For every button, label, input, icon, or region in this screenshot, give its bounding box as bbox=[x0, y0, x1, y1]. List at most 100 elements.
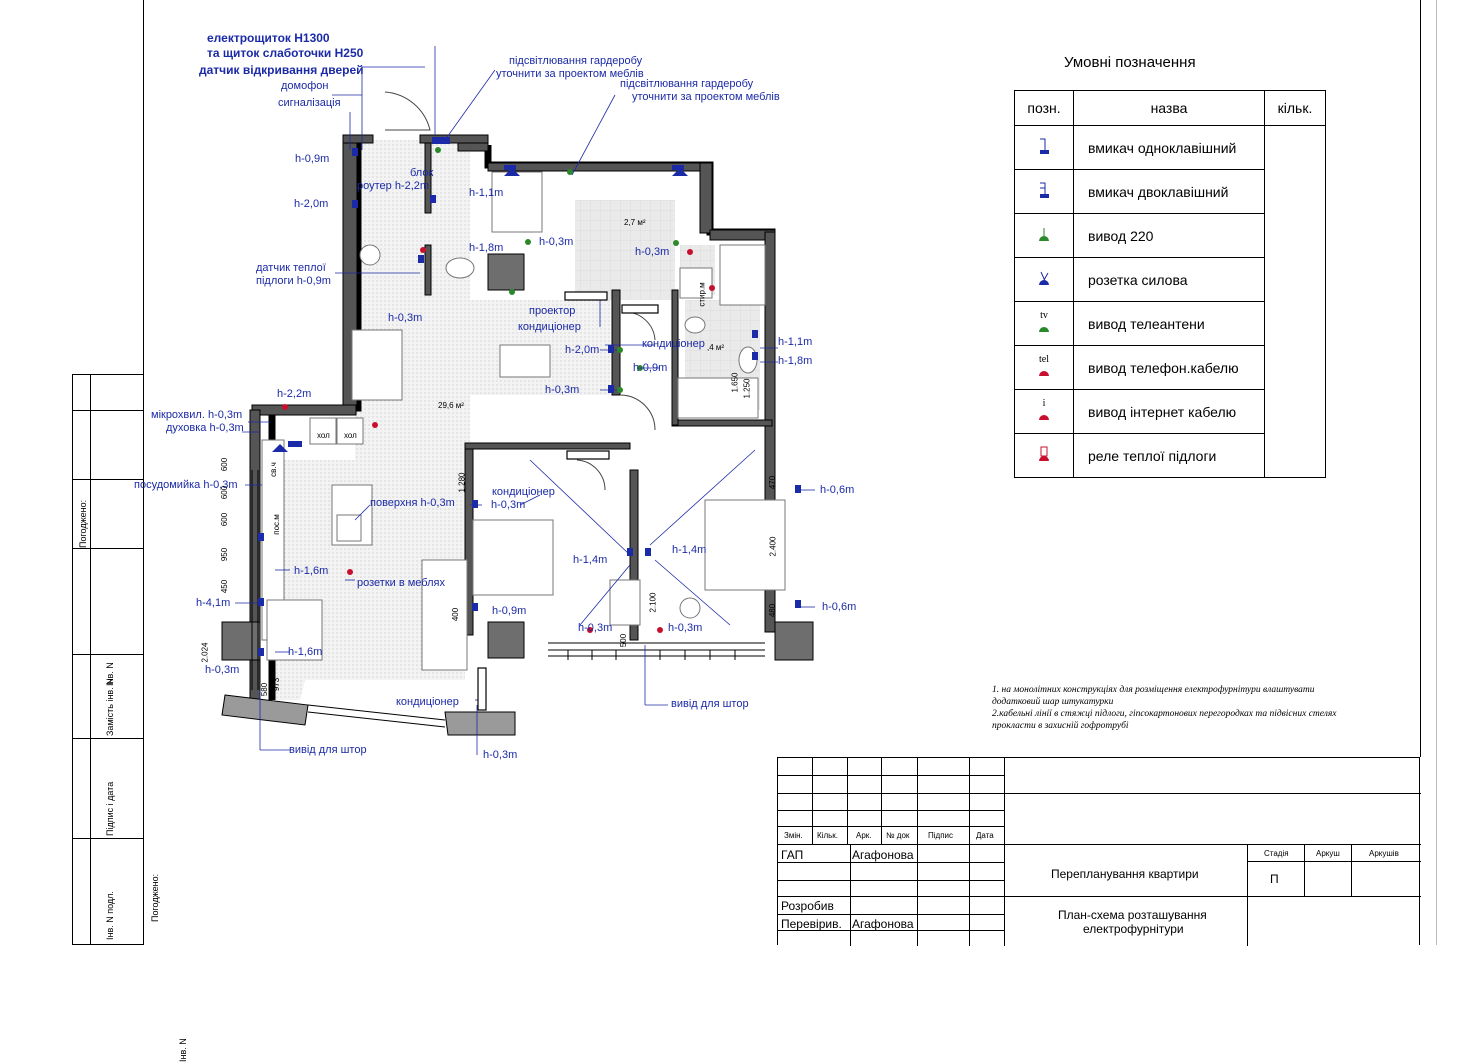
column-1 bbox=[221, 621, 261, 661]
stamp-checked-name: Агафонова bbox=[852, 917, 914, 931]
wc-floor bbox=[575, 200, 675, 300]
label-h41: h-4,1m bbox=[196, 597, 231, 609]
label-h03-d: h-0,3m bbox=[545, 384, 580, 396]
label-floor-sensor-b: підлоги h-0,9m bbox=[256, 275, 331, 287]
label-door-sensor: датчик відкривання дверей bbox=[199, 63, 364, 77]
phone-outlet-icon: tel bbox=[1014, 345, 1074, 390]
door-wc bbox=[624, 311, 656, 341]
dim-600a: 600 bbox=[220, 457, 230, 472]
label-h03-b: h-0,3m bbox=[635, 246, 670, 258]
label-block: блок bbox=[410, 167, 434, 179]
washer-box bbox=[679, 267, 713, 299]
note-line-4: прокласти в захисній гофротрубі bbox=[992, 721, 1129, 731]
bottom-wall-mid bbox=[444, 711, 516, 736]
bottom-wall-left bbox=[221, 694, 309, 726]
label-furniture-sockets: розетки в меблях bbox=[357, 577, 445, 589]
label-h18-b: h-1,8m bbox=[778, 355, 813, 367]
label-washer: стир.м bbox=[697, 282, 707, 307]
bed-2 bbox=[704, 499, 786, 591]
legend-row-name: розетка силова bbox=[1073, 257, 1265, 302]
stamp-sheet-h: Аркуш bbox=[1316, 849, 1340, 858]
label-alarm: сигналізація bbox=[278, 97, 341, 109]
dim-500: 500 bbox=[619, 633, 629, 648]
internet-glyph: i bbox=[1042, 398, 1046, 409]
outlet-symbols bbox=[435, 147, 679, 393]
stamp-col-doc: № док bbox=[886, 831, 910, 840]
label-h09-b: h-0,9m bbox=[633, 362, 668, 374]
label-h03-h: h-0,3m bbox=[668, 622, 703, 634]
label-ac-3: кондиціонер bbox=[492, 486, 555, 498]
stamp-col-sign: Підпис bbox=[928, 831, 953, 840]
label-h03-f: h-0,3m bbox=[205, 664, 240, 676]
label-microwave: мікрохвил. h-0,3m bbox=[151, 409, 243, 421]
label-intercom: домофон bbox=[281, 80, 329, 92]
label-wardrobe1-b: уточнити за проектом меблів bbox=[496, 68, 644, 80]
wall-inner-3 bbox=[457, 142, 489, 152]
legend-row-name: вивод телеантени bbox=[1073, 301, 1265, 346]
wall-right bbox=[764, 231, 776, 633]
note-line-3: 2.кабельні лінії в стяжці підлоги, гіпсо… bbox=[992, 709, 1337, 719]
stamp-developed: Розробив bbox=[781, 899, 834, 913]
label-wardrobe1-a: підсвітлювання гардеробу bbox=[509, 55, 643, 67]
dim-450: 450 bbox=[220, 579, 230, 594]
label-projector: проектор bbox=[529, 305, 576, 317]
label-area-small: 2,7 м² bbox=[624, 218, 646, 227]
label-h16-b: h-1,6m bbox=[288, 646, 323, 658]
label-wardrobe2-b: уточнити за проектом меблів bbox=[632, 91, 780, 103]
dim-1650: 1.650 bbox=[730, 372, 740, 393]
label-h03-a: h-0,3m bbox=[539, 236, 574, 248]
wc-bowl-3 bbox=[679, 597, 701, 619]
stamp-sheets-h: Аркушів bbox=[1369, 849, 1399, 858]
dim-1280: 1.280 bbox=[457, 472, 467, 493]
stamp-col-change: Змін. bbox=[784, 831, 803, 840]
label-h03-c: h-0,3m bbox=[388, 312, 423, 324]
label-oven-short: св.ч bbox=[268, 462, 278, 477]
column-3 bbox=[774, 621, 814, 661]
floor-heating-relay-icon bbox=[1014, 433, 1074, 478]
column-4 bbox=[487, 253, 525, 291]
label-ac-4: кондиціонер bbox=[396, 696, 459, 708]
legend-row-name: вивод 220 bbox=[1073, 213, 1265, 258]
label-h03-e: h-0,3m bbox=[491, 499, 526, 511]
label-ac-1: кондиціонер bbox=[518, 321, 581, 333]
frame-left bbox=[143, 0, 144, 945]
stamp-checked: Перевірив. bbox=[781, 917, 842, 931]
door-bath bbox=[619, 394, 656, 431]
sofa-2 bbox=[421, 559, 468, 671]
ac-units bbox=[477, 291, 659, 711]
wall-left-step bbox=[251, 404, 357, 416]
wall-bath-left bbox=[671, 289, 679, 426]
label-h03-i: h-0,3m bbox=[483, 749, 518, 761]
bed-1 bbox=[472, 519, 554, 596]
label-h14-b: h-1,4m bbox=[672, 544, 707, 556]
label-h03-g: h-0,3m bbox=[578, 622, 613, 634]
label-h06-a: h-0,6m bbox=[820, 484, 855, 496]
dim-600c: 600 bbox=[220, 512, 230, 527]
label-ac-2: кондиціонер bbox=[642, 338, 705, 350]
legend-title: Умовні позначення bbox=[1064, 54, 1196, 71]
label-h09-c: h-0,9m bbox=[492, 605, 527, 617]
legend-table: позн. назва кільк. вмикач одноклавішний … bbox=[1014, 90, 1326, 478]
tv-unit bbox=[499, 344, 551, 378]
title-block: Змін. Кільк. Арк. № док Підпис Дата ГАП … bbox=[777, 757, 1421, 946]
label-fridge-2: хол bbox=[344, 431, 357, 440]
label-area-bath: ,4 м² bbox=[707, 343, 725, 352]
label-router: роутер h-2,2m bbox=[357, 180, 430, 192]
label-hob: поверхня h-0,3m bbox=[370, 497, 455, 509]
stamp-project: Перепланування квартири bbox=[1051, 867, 1199, 881]
panel-box bbox=[272, 137, 688, 452]
tv-outlet-icon: tv bbox=[1014, 301, 1074, 346]
red-symbols bbox=[282, 247, 715, 633]
label-floor-sensor-a: датчик теплої bbox=[256, 262, 326, 274]
bathtub bbox=[677, 377, 759, 419]
legend-header-symbol: позн. bbox=[1014, 90, 1074, 126]
tel-glyph: tel bbox=[1039, 354, 1049, 365]
label-h22: h-2,2m bbox=[277, 388, 312, 400]
internet-outlet-icon: i bbox=[1014, 389, 1074, 434]
frame-right bbox=[1420, 0, 1421, 757]
dim-480: 480 bbox=[768, 603, 778, 618]
dim-950: 950 bbox=[220, 547, 230, 562]
single-switch-icon bbox=[1014, 125, 1074, 170]
shower bbox=[719, 244, 766, 306]
dim-2024: 2.024 bbox=[200, 642, 210, 663]
